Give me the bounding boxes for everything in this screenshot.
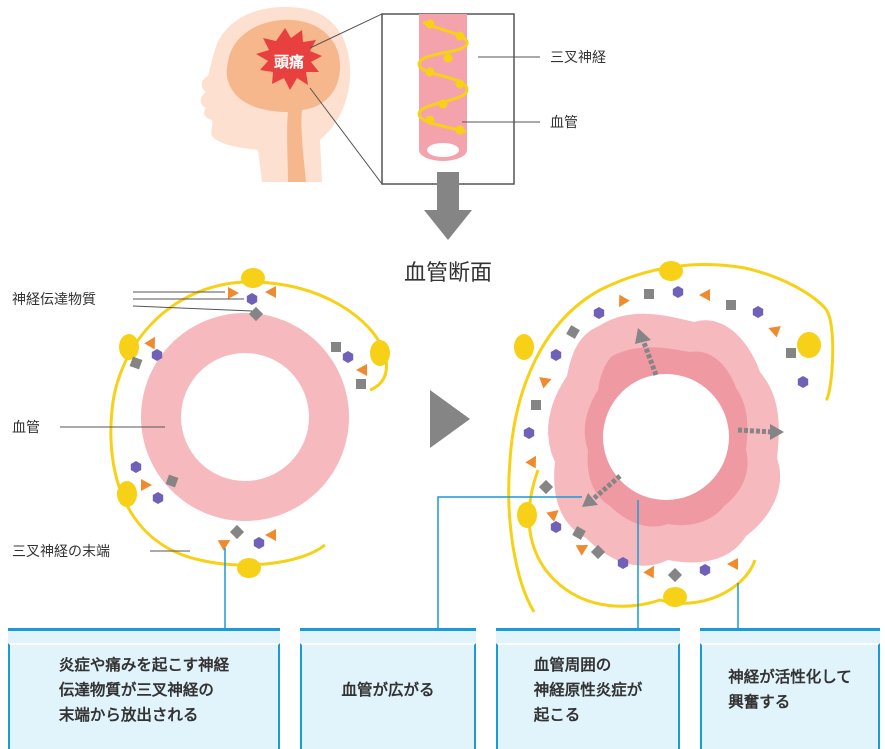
vessel-zoom-box: 三叉神経 血管 <box>381 13 606 185</box>
right-cross-section <box>507 261 835 613</box>
right-nerve-ending <box>507 263 835 613</box>
trigeminal-nerve-label: 三叉神経 <box>550 50 606 66</box>
step-text-release: 炎症や痛みを起こす神経 伝達物質が三叉神経の 末端から放出される <box>58 655 230 724</box>
left-vessel-label: 血管 <box>12 420 40 436</box>
vessel-label: 血管 <box>550 115 578 131</box>
head-illustration: 頭痛 <box>200 7 351 183</box>
step-text-activation: 神経が活性化して 興奮する <box>728 668 852 711</box>
neurotransmitter-label: 神経伝達物質 <box>12 292 96 308</box>
zoom-line-top <box>309 13 383 49</box>
step-box-dilate: 血管が広がる <box>300 628 476 749</box>
step-box-inflammation: 血管周囲の 神経原性炎症が 起こる <box>496 628 680 749</box>
headache-burst-icon <box>256 28 322 90</box>
vessel-lumen <box>427 143 459 157</box>
step-text-dilate: 血管が広がる <box>341 680 435 699</box>
step-text-inflammation: 血管周囲の 神経原性炎症が 起こる <box>533 655 643 724</box>
right-nerve-ending-lower <box>527 469 757 608</box>
step-box-release: 炎症や痛みを起こす神経 伝達物質が三叉神経の 末端から放出される <box>8 628 280 749</box>
right-play-arrow-icon <box>430 390 470 448</box>
section-title: 血管断面 <box>404 261 492 286</box>
right-vessel-lumen <box>603 374 729 500</box>
spiral-nerve <box>417 20 469 134</box>
dilation-arrow-icon <box>582 328 784 507</box>
left-vessel-lumen <box>181 353 309 481</box>
nerve-end-label: 三叉神経の末端 <box>12 544 110 560</box>
zoom-line-bottom <box>309 87 383 185</box>
down-arrow-icon <box>424 172 472 240</box>
transmitter-pointer-3 <box>132 305 253 312</box>
step-box-activation: 神経が活性化して 興奮する <box>700 628 880 749</box>
left-cross-section <box>109 268 390 578</box>
headache-label: 頭痛 <box>274 53 304 71</box>
